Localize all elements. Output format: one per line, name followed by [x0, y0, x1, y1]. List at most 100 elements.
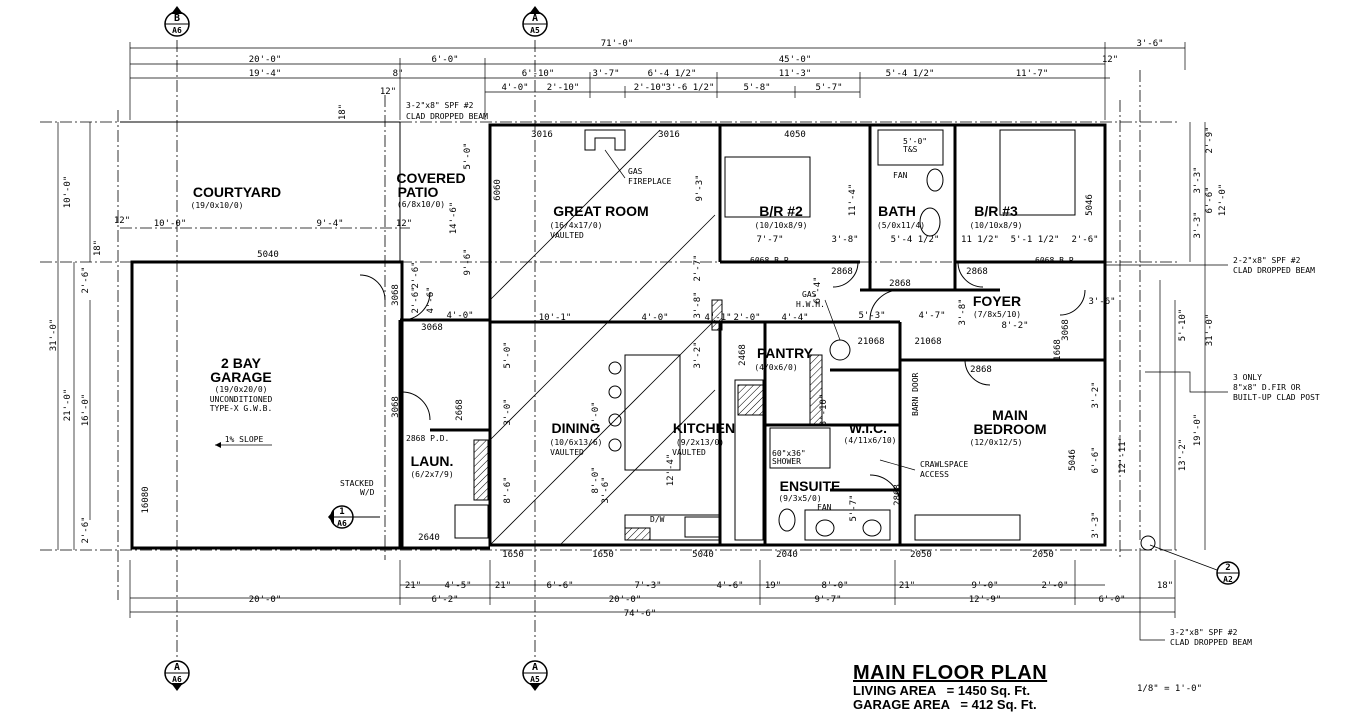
room-laundry: LAUN.	[411, 453, 454, 469]
svg-text:4'-4": 4'-4"	[781, 313, 808, 323]
svg-text:3'-8": 3'-8"	[958, 298, 968, 325]
svg-text:19'-4": 19'-4"	[249, 69, 282, 79]
svg-text:3'-0": 3'-0"	[503, 398, 513, 425]
svg-text:7'-7": 7'-7"	[756, 235, 783, 245]
svg-text:6'-4": 6'-4"	[813, 276, 823, 303]
svg-text:2'-6": 2'-6"	[1071, 235, 1098, 245]
garage-area-value: = 412 Sq. Ft.	[960, 697, 1037, 712]
svg-text:2050: 2050	[910, 550, 932, 560]
svg-text:11'-4": 11'-4"	[848, 184, 858, 217]
svg-text:8'-2": 8'-2"	[1001, 321, 1028, 331]
dining-size: (10/6x13/6)	[550, 438, 603, 447]
garage-slope: 1% SLOPE	[225, 435, 264, 444]
svg-text:5'-4 1/2": 5'-4 1/2"	[886, 69, 935, 79]
svg-text:3'-8": 3'-8"	[831, 235, 858, 245]
drawing-scale: 1/8" = 1'-0"	[1137, 684, 1203, 694]
svg-text:16080: 16080	[141, 486, 151, 513]
svg-text:2'-0": 2'-0"	[733, 313, 760, 323]
room-kitchen: KITCHEN	[673, 420, 735, 436]
br2-size: (10/10x8/9)	[755, 221, 808, 230]
room-main-bedroom-line2: BEDROOM	[973, 421, 1046, 437]
vault-lines	[489, 129, 716, 546]
svg-text:4'-0": 4'-0"	[501, 83, 528, 93]
gas-fireplace-note-2: FIREPLACE	[628, 177, 672, 186]
svg-text:2040: 2040	[776, 550, 798, 560]
svg-text:6'-6": 6'-6"	[1091, 446, 1101, 473]
room-main-bedroom-line1: MAIN	[992, 407, 1028, 423]
svg-text:2'-7": 2'-7"	[693, 254, 703, 281]
svg-text:9'-7": 9'-7"	[814, 595, 841, 605]
svg-text:9'-3": 9'-3"	[695, 174, 705, 201]
svg-text:2'-6": 2'-6"	[411, 286, 421, 313]
svg-text:21'-0": 21'-0"	[63, 389, 73, 422]
room-bath: BATH	[878, 203, 916, 219]
room-great-room: GREAT ROOM	[553, 203, 648, 219]
section-marker-b-a6: B A6	[164, 6, 190, 37]
svg-text:5'-8": 5'-8"	[743, 83, 770, 93]
svg-text:8'-0": 8'-0"	[591, 466, 601, 493]
svg-text:2'-10": 2'-10"	[547, 83, 580, 93]
section-sheet: A6	[172, 675, 182, 684]
svg-text:45'-0": 45'-0"	[779, 55, 812, 65]
svg-text:9'-6": 9'-6"	[463, 248, 473, 275]
detail-marker-1-a6: 1 A6	[328, 505, 380, 529]
detail-sheet: A2	[1223, 575, 1233, 584]
living-area-row: LIVING AREA = 1450 Sq. Ft.	[853, 684, 1113, 698]
svg-text:2668: 2668	[455, 399, 465, 421]
post-note-1: 3 ONLY	[1233, 373, 1262, 382]
svg-text:2'-6": 2'-6"	[81, 516, 91, 543]
svg-text:5'-0": 5'-0"	[503, 341, 513, 368]
covered-patio-size: (6/8x10/0)	[397, 200, 445, 209]
bath-size: (5/0x11/4)	[877, 221, 925, 230]
room-pantry: PANTRY	[757, 345, 814, 361]
beam-note-top-2: CLAD DROPPED BEAM	[406, 112, 488, 121]
dimensions-right: 2'-9" 3'-3" 6'-6" 3'-3" 12'-0" 31'-0" 5'…	[1091, 126, 1228, 538]
svg-text:6'-2": 6'-2"	[431, 595, 458, 605]
svg-text:12": 12"	[380, 87, 396, 97]
dimensions-top: 71'-0" 3'-6" 20'-0" 6'-0" 45'-0" 19'-4" …	[249, 39, 1164, 120]
great-room-note: VAULTED	[550, 231, 584, 240]
svg-text:6'-0": 6'-0"	[431, 55, 458, 65]
crawl-note-1: CRAWLSPACE	[920, 460, 968, 469]
laundry-size: (6/2x7/9)	[410, 470, 453, 479]
room-courtyard: COURTYARD	[193, 184, 281, 200]
dimensions-left: 10'-0" 31'-0" 21'-0" 16'-0" 2'-6" 2'-6" …	[49, 176, 130, 544]
svg-text:2868: 2868	[831, 267, 853, 277]
svg-text:21": 21"	[495, 581, 511, 591]
post-note-2: 8"x8" D.FIR OR	[1233, 383, 1301, 392]
bypass-door-br2: 6068 B.P.	[750, 256, 793, 265]
garage-note-2: TYPE-X G.W.B.	[210, 404, 273, 413]
svg-text:5'-4 1/2": 5'-4 1/2"	[891, 235, 940, 245]
room-foyer: FOYER	[973, 293, 1021, 309]
svg-text:13'-2": 13'-2"	[1178, 439, 1188, 472]
svg-text:2'-0": 2'-0"	[1041, 581, 1068, 591]
svg-text:21": 21"	[405, 581, 421, 591]
room-dining: DINING	[552, 420, 601, 436]
svg-text:3068: 3068	[391, 396, 401, 418]
svg-text:6'-0": 6'-0"	[1098, 595, 1125, 605]
svg-text:2'-9": 2'-9"	[1205, 126, 1215, 153]
svg-text:4'-0": 4'-0"	[446, 311, 473, 321]
svg-text:20'-0": 20'-0"	[609, 595, 642, 605]
section-marker-a-a5-bottom: A A5	[522, 660, 548, 691]
svg-text:6'-4 1/2": 6'-4 1/2"	[648, 69, 697, 79]
door-swings	[359, 261, 1086, 506]
svg-text:12": 12"	[1102, 55, 1118, 65]
fan-note-ensuite: FAN	[817, 503, 832, 512]
section-marker-a-a5-top: A A5	[522, 6, 548, 37]
svg-text:9'-0": 9'-0"	[971, 581, 998, 591]
svg-text:3068: 3068	[391, 284, 401, 306]
svg-text:2868: 2868	[970, 365, 992, 375]
svg-text:2868: 2868	[889, 279, 911, 289]
notes: 3-2"x8" SPF #2 CLAD DROPPED BEAM 2-2"x8"…	[340, 101, 1320, 647]
svg-text:31'-0": 31'-0"	[1205, 314, 1215, 347]
dimension-lines	[57, 42, 1206, 618]
svg-text:11 1/2": 11 1/2"	[961, 235, 999, 245]
great-room-size: (16/4x17/0)	[550, 221, 603, 230]
garage-area-label: GARAGE AREA	[853, 697, 950, 712]
svg-text:18": 18"	[93, 240, 103, 256]
svg-text:1650: 1650	[502, 550, 524, 560]
section-sheet: A6	[172, 26, 182, 35]
section-letter: A	[174, 662, 180, 673]
svg-text:10'-0": 10'-0"	[154, 219, 187, 229]
